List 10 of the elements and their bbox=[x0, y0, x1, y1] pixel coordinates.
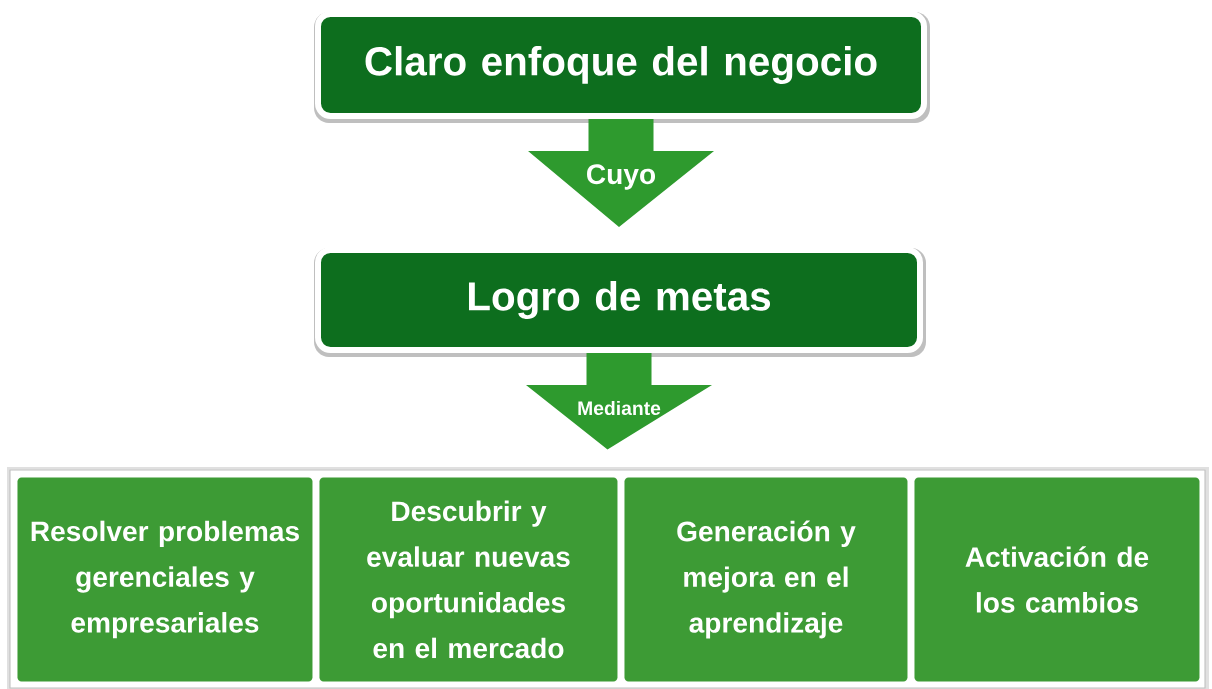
item-box: Descubrir y evaluar nuevas oportunidades en el mercado bbox=[319, 477, 618, 682]
title-box: Claro enfoque del negocio bbox=[314, 11, 930, 123]
title-box: Logro de metas bbox=[314, 247, 926, 357]
edge-label: Mediante bbox=[578, 400, 661, 416]
item-box: Activación de los cambios bbox=[914, 477, 1200, 682]
edge-label: Cuyo bbox=[587, 164, 656, 190]
item-box: Generación y mejora en el aprendizaje bbox=[624, 477, 908, 682]
item-box: Resolver problemas gerenciales y empresariales bbox=[17, 477, 313, 682]
block-arrow bbox=[526, 353, 712, 450]
block-arrow bbox=[528, 119, 714, 227]
